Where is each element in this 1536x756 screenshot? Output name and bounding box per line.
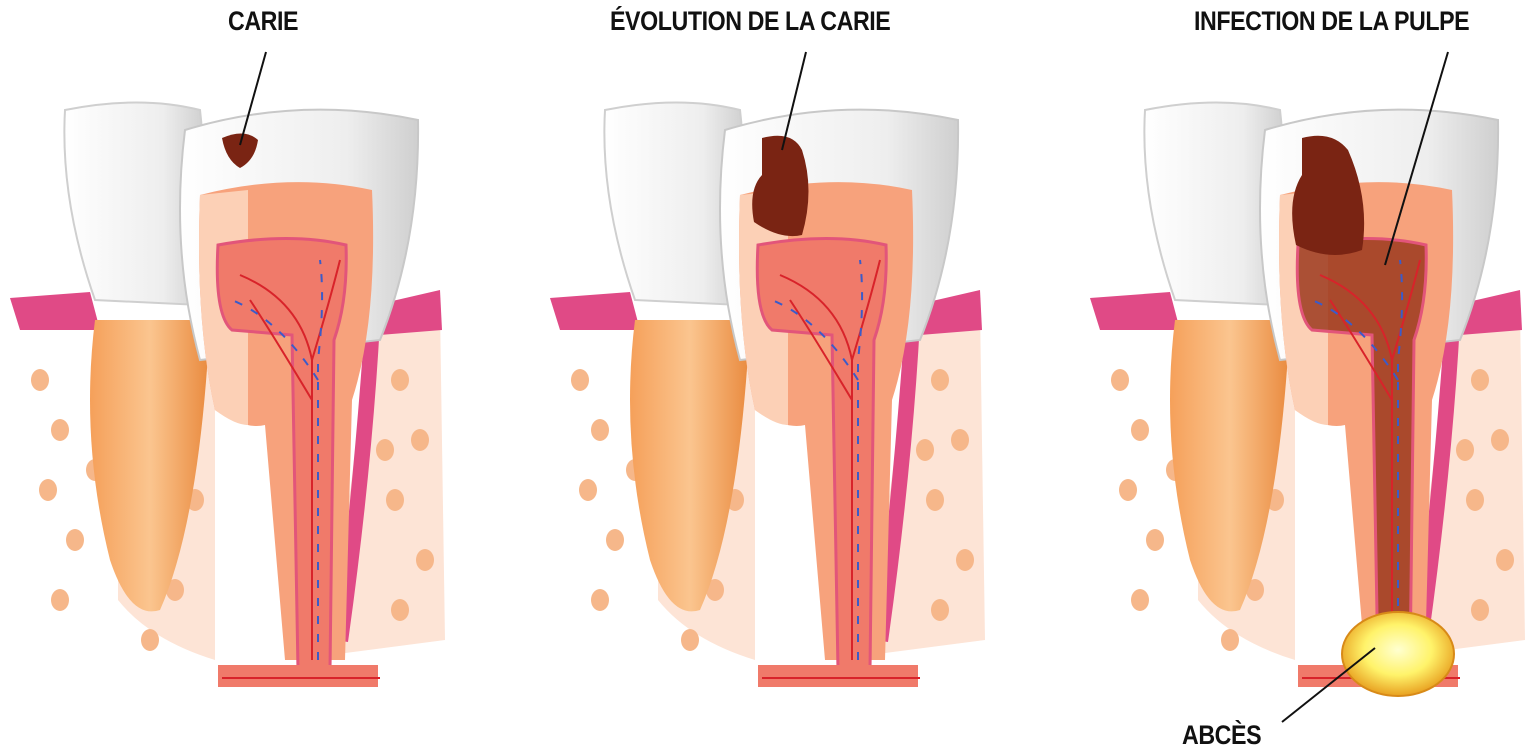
gum-left	[1090, 292, 1180, 330]
bone-pore	[1471, 599, 1489, 621]
bone-pore	[916, 439, 934, 461]
bone-pore	[376, 439, 394, 461]
jaw-canal	[758, 665, 918, 687]
bone-pore	[66, 529, 84, 551]
bone-pore	[579, 479, 597, 501]
bone-pore	[1491, 429, 1509, 451]
bone-pore	[386, 489, 404, 511]
bone-pore	[51, 589, 69, 611]
bone-pore	[39, 479, 57, 501]
bone-pore	[591, 589, 609, 611]
bone-pore	[931, 369, 949, 391]
bone-pore	[1146, 529, 1164, 551]
panel-title-infection: INFECTION DE LA PULPE	[1194, 6, 1469, 37]
bone-pore	[926, 489, 944, 511]
bone-pore	[1221, 629, 1239, 651]
bone-pore	[1466, 489, 1484, 511]
tooth-panel-carie	[10, 103, 445, 688]
panel-title-evolution: ÉVOLUTION DE LA CARIE	[610, 6, 890, 37]
abscess	[1342, 612, 1454, 696]
bone-pore	[1456, 439, 1474, 461]
bone-pore	[1471, 369, 1489, 391]
bone-pore	[1111, 369, 1129, 391]
bone-pore	[931, 599, 949, 621]
gum-left	[10, 292, 100, 330]
bone-pore	[1131, 419, 1149, 441]
jaw-canal	[218, 665, 378, 687]
abscess-label: ABCÈS	[1182, 720, 1261, 751]
bone-pore	[31, 369, 49, 391]
bone-pore	[571, 369, 589, 391]
panel-title-carie: CARIE	[228, 6, 298, 37]
bone-pore	[681, 629, 699, 651]
bone-pore	[391, 599, 409, 621]
bone-pore	[51, 419, 69, 441]
bone-pore	[606, 529, 624, 551]
bone-pore	[411, 429, 429, 451]
bone-pore	[956, 549, 974, 571]
bone-pore	[1131, 589, 1149, 611]
bone-pore	[951, 429, 969, 451]
bone-pore	[416, 549, 434, 571]
gum-left	[550, 292, 640, 330]
bone-pore	[591, 419, 609, 441]
tooth-panel-infection	[1090, 103, 1525, 697]
tooth-panel-evolution	[550, 103, 985, 688]
bone-pore	[1119, 479, 1137, 501]
bone-pore	[141, 629, 159, 651]
bone-pore	[1496, 549, 1514, 571]
bone-pore	[391, 369, 409, 391]
